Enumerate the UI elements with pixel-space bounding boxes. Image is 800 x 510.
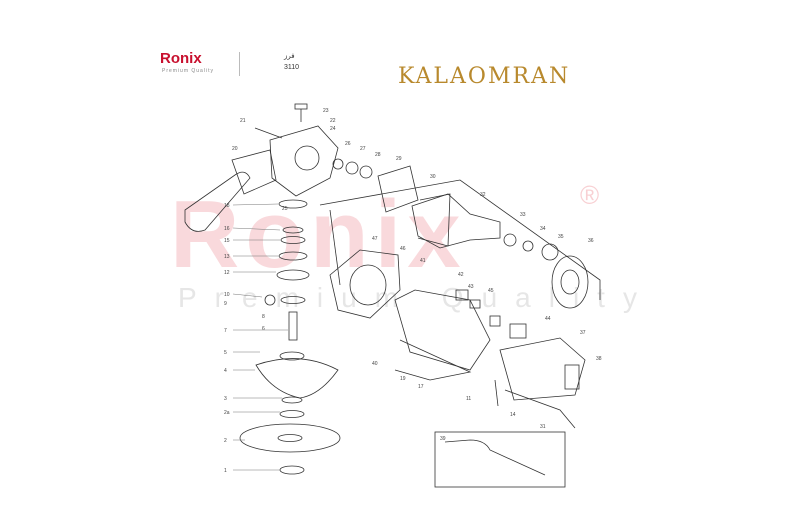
part-number: 31: [540, 424, 546, 430]
rear-handle: [499, 337, 586, 401]
motor-housing: [394, 289, 491, 371]
part-number: 17: [418, 384, 424, 390]
part-number: 46: [400, 246, 406, 252]
part-number: 8: [262, 314, 265, 320]
part-number: 18: [224, 203, 230, 209]
part-number: 3: [224, 396, 227, 402]
part-number: 14: [510, 412, 516, 418]
part-number: 16: [224, 226, 230, 232]
part-number: 12: [224, 270, 230, 276]
model-value: 3110: [284, 64, 300, 71]
product-header: Ronix Premium Quality فرز 3110: [150, 46, 400, 78]
registered-mark: ®: [580, 180, 600, 210]
part-number: 24: [330, 126, 336, 132]
part-number: 45: [488, 288, 494, 294]
side-handle: [184, 171, 251, 232]
part-number: 27: [360, 146, 366, 152]
part-number: 15: [224, 238, 230, 244]
part-number: 11: [466, 396, 471, 402]
wheel-guard: [255, 358, 339, 399]
part-number: 2: [224, 438, 227, 444]
part-number: 7: [224, 328, 227, 334]
part-number: 37: [580, 330, 586, 336]
part-number: 20: [232, 146, 238, 152]
part-number: 41: [420, 258, 426, 264]
part-number: 26: [345, 141, 351, 147]
part-number: 29: [396, 156, 402, 162]
part-number: 22: [330, 118, 336, 124]
part-number: 44: [545, 316, 551, 322]
rear-cap: [551, 255, 589, 309]
part-number: 39: [440, 436, 446, 442]
part-number: 33: [520, 212, 526, 218]
part-number: 1: [224, 468, 227, 474]
part-number: 9: [224, 301, 227, 307]
bearing-plate: [377, 165, 419, 213]
part-number: 19: [400, 376, 406, 382]
part-number: 47: [372, 236, 378, 242]
brand-logo: Ronix: [160, 50, 202, 67]
bearing-flange: [276, 269, 310, 281]
part-number: 30: [430, 174, 436, 180]
part-number: 28: [375, 152, 381, 158]
grinding-disc: [239, 423, 341, 453]
part-number: 43: [468, 284, 474, 290]
gear-housing: [269, 125, 339, 197]
part-number: 36: [588, 238, 594, 244]
part-number: 25: [282, 206, 288, 212]
kalaomran-logo: KALAOMRAN: [398, 64, 571, 89]
part-number: 40: [372, 361, 378, 367]
part-number: 38: [596, 356, 602, 362]
brand-tagline: Premium Quality: [162, 68, 214, 74]
watermark-tagline: Premium Quality: [178, 282, 655, 313]
part-number: 35: [558, 234, 564, 240]
part-number: 2a: [224, 410, 230, 416]
part-number: 4: [224, 368, 227, 374]
part-number: 13: [224, 254, 230, 260]
part-number: 21: [240, 118, 246, 124]
product-name-value: فرز: [284, 53, 295, 60]
header-divider: [239, 52, 240, 76]
part-number: 34: [540, 226, 546, 232]
part-number: 23: [323, 108, 329, 114]
pin-wrench: [444, 439, 546, 476]
part-number: 5: [224, 350, 227, 356]
field-stator: [329, 249, 401, 319]
part-number: 10: [224, 292, 230, 298]
ronix-watermark: Ronix: [170, 181, 467, 288]
part-number: 42: [458, 272, 464, 278]
part-number: 6: [262, 326, 265, 332]
part-number: 32: [480, 192, 486, 198]
